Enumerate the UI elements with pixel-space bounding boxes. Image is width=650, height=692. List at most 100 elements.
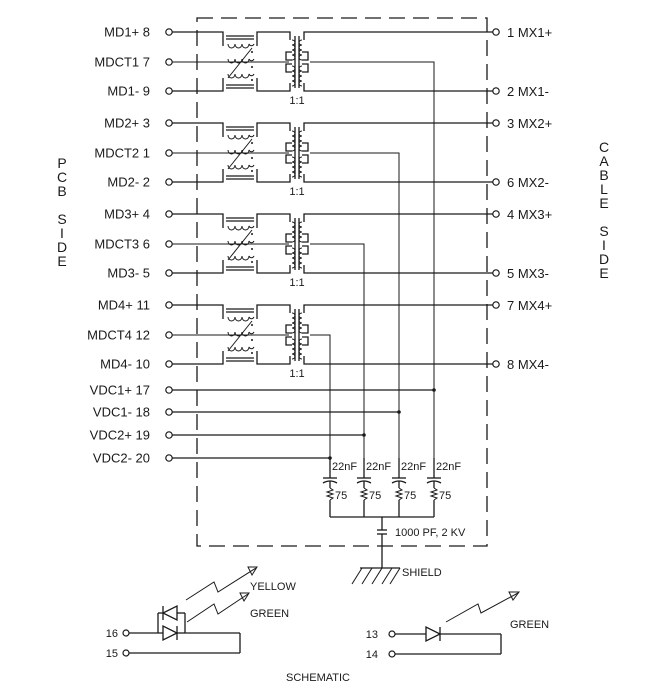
module-boundary: [196, 17, 488, 547]
turns-ratio-label: 1:1: [289, 277, 304, 289]
led-left: 16 15 YELLOW GREEN: [106, 566, 296, 660]
resistor-value-label: 75: [404, 490, 416, 502]
pcb-pin-label: MD2- 2: [107, 175, 150, 190]
pcb-pin-6[interactable]: [165, 240, 173, 248]
green-light-arrow-icon: [445, 591, 520, 623]
pcb-pin-3[interactable]: [165, 119, 173, 127]
channel-group: MD1+ 8 MDCT1 7 MD1- 9 1:1 1 MX1+ 2 MX1- MD2+ 3…: [87, 25, 552, 460]
cable-pin-label: 4 MX3+: [507, 207, 552, 222]
pcb-pin-5[interactable]: [165, 269, 173, 277]
cable-pin-label: 8 MX4-: [507, 357, 549, 372]
pcb-pin-1[interactable]: [165, 149, 173, 157]
cable-pin-7[interactable]: [492, 301, 500, 309]
led-pin-16[interactable]: [122, 629, 130, 637]
isolation-transformer-icon: [285, 217, 309, 271]
cable-pin-2[interactable]: [492, 87, 500, 95]
channel-3: MD3+ 4 MDCT3 6 MD3- 5 1:1 4 MX3+ 5 MX3-: [94, 207, 552, 460]
cable-pin-1[interactable]: [492, 28, 500, 36]
channel-2: MD2+ 3 MDCT2 1 MD2- 2 1:1 3 MX2+ 6 MX2-: [94, 116, 552, 460]
side-label-letter: C: [57, 169, 67, 185]
power-pin-18[interactable]: [165, 408, 173, 416]
power-pin-20[interactable]: [165, 454, 173, 462]
isolation-transformer-icon: [285, 308, 309, 362]
cable-pin-label: 1 MX1+: [507, 25, 552, 40]
led-pin-14[interactable]: [388, 650, 396, 658]
led-pin-15[interactable]: [122, 649, 130, 657]
side-label-letter: S: [57, 211, 66, 227]
pcb-pin-label: MD3- 5: [107, 266, 150, 281]
green-light-arrow-icon: [186, 592, 250, 623]
led-pin-14-label: 14: [366, 649, 378, 661]
led-pin-13[interactable]: [388, 630, 396, 638]
turns-ratio-label: 1:1: [289, 95, 304, 107]
led-pin-16-label: 16: [106, 628, 118, 640]
resistor-icon: [394, 487, 404, 501]
pcb-pin-2[interactable]: [165, 178, 173, 186]
side-label-letter: S: [599, 223, 608, 239]
power-pin-17[interactable]: [165, 386, 173, 394]
pcb-pin-label: MDCT3 6: [94, 237, 150, 252]
isolation-transformer-icon: [285, 35, 309, 89]
green-led-label-right: GREEN: [510, 619, 549, 631]
pcb-pin-label: MD4- 10: [100, 357, 150, 372]
capacitor-value-label: 22nF: [366, 461, 391, 473]
junction-dot: [432, 388, 436, 392]
schematic-caption: SCHEMATIC: [286, 672, 350, 684]
pcb-pin-label: MDCT1 7: [94, 55, 150, 70]
power-pin-label: VDC1+ 17: [90, 383, 150, 398]
pcb-pin-label: MDCT2 1: [94, 146, 150, 161]
hv-capacitor-label: 1000 PF, 2 KV: [395, 527, 466, 539]
pcb-pin-label: MD1+ 8: [104, 25, 150, 40]
capacitor-value-label: 22nF: [332, 461, 357, 473]
led-right: 13 14 GREEN: [366, 591, 549, 661]
pcb-pin-label: MD1- 9: [107, 84, 150, 99]
green-led-label-left: GREEN: [250, 608, 289, 620]
capacitor-value-label: 22nF: [436, 461, 461, 473]
side-label-letter: B: [599, 167, 608, 183]
side-label-letter: I: [60, 225, 64, 241]
cable-pin-6[interactable]: [492, 178, 500, 186]
power-pin-label: VDC2+ 19: [90, 428, 150, 443]
pcb-pin-9[interactable]: [165, 87, 173, 95]
side-label-letter: A: [599, 153, 609, 169]
cable-pin-label: 5 MX3-: [507, 266, 549, 281]
cable-pin-label: 3 MX2+: [507, 116, 552, 131]
power-pin-19[interactable]: [165, 431, 173, 439]
channel-1: MD1+ 8 MDCT1 7 MD1- 9 1:1 1 MX1+ 2 MX1-: [94, 25, 552, 460]
yellow-light-arrow-icon: [185, 566, 258, 601]
pcb-pin-8[interactable]: [165, 28, 173, 36]
green-led-diode-icon: [162, 624, 185, 642]
side-label-letter: E: [599, 265, 608, 281]
pcb-pin-label: MD3+ 4: [104, 207, 150, 222]
cable-pin-3[interactable]: [492, 119, 500, 127]
junction-dot: [397, 410, 401, 414]
resistor-icon: [359, 487, 369, 501]
pcb-pin-label: MD2+ 3: [104, 116, 150, 131]
pcb-pin-12[interactable]: [165, 331, 173, 339]
side-label-letter: L: [600, 181, 608, 197]
cable-pin-8[interactable]: [492, 360, 500, 368]
cable-pin-4[interactable]: [492, 210, 500, 218]
power-pin-label: VDC1- 18: [93, 405, 150, 420]
pcb-pin-4[interactable]: [165, 210, 173, 218]
pcb-pin-7[interactable]: [165, 58, 173, 66]
side-label-letter: E: [599, 195, 608, 211]
yellow-led-diode-icon: [161, 604, 185, 622]
green-led-diode-icon: [425, 625, 442, 643]
chassis-ground-icon: [351, 567, 401, 585]
resistor-value-label: 75: [439, 490, 451, 502]
side-label-letter: B: [57, 183, 66, 199]
cable-pin-label: 6 MX2-: [507, 175, 549, 190]
side-label-letter: I: [602, 237, 606, 253]
cable-pin-5[interactable]: [492, 269, 500, 277]
cable-pin-label: 2 MX1-: [507, 84, 549, 99]
pcb-pin-label: MD4+ 11: [98, 298, 150, 313]
pcb-pin-11[interactable]: [165, 301, 173, 309]
led-pin-15-label: 15: [106, 648, 118, 660]
side-label-letter: E: [57, 253, 66, 269]
pcb-pin-10[interactable]: [165, 360, 173, 368]
